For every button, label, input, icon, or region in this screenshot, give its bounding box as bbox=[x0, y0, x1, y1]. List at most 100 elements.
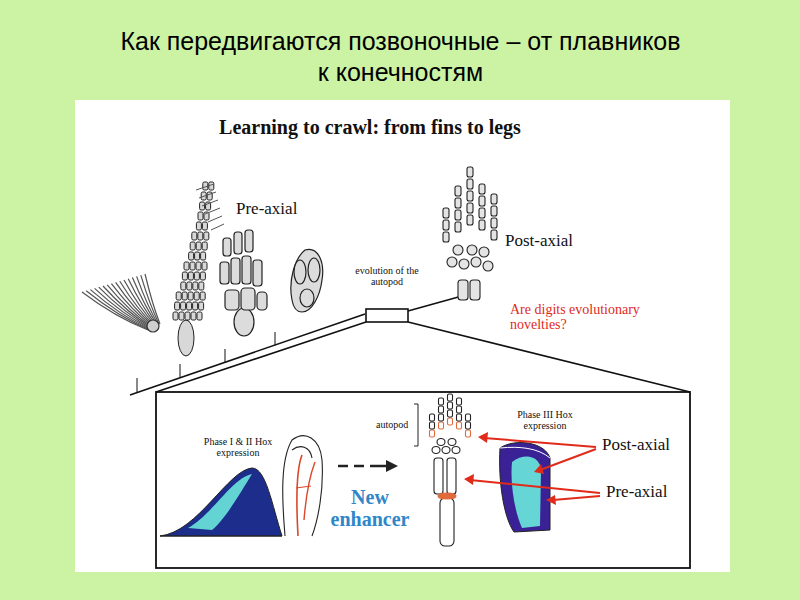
lobe-fin bbox=[179, 312, 184, 320]
lobe-fin bbox=[189, 252, 194, 260]
lobe-fin bbox=[188, 292, 193, 300]
ramp-line bbox=[408, 322, 690, 392]
tetrapod-hand bbox=[443, 232, 449, 242]
fin-bud bbox=[296, 486, 311, 488]
tetrapod-hand bbox=[479, 247, 489, 257]
limb-skeleton bbox=[439, 422, 444, 429]
white-panel bbox=[75, 100, 730, 572]
lobe-fin bbox=[184, 262, 189, 270]
lobe-fin bbox=[196, 242, 201, 250]
limb-skeleton bbox=[448, 439, 456, 446]
tetrapod-hand bbox=[479, 220, 485, 230]
lobe-fin bbox=[188, 272, 193, 280]
tetrapod-hand bbox=[458, 280, 468, 300]
part-name: autopod bbox=[376, 419, 408, 430]
ray-fin bbox=[147, 320, 159, 332]
lobe-fin bbox=[253, 260, 262, 286]
lobe-fin bbox=[176, 292, 181, 300]
expression-label: Phase III Hox expression bbox=[504, 409, 586, 431]
ramp-line bbox=[275, 332, 276, 345]
tetrapod-hand bbox=[455, 198, 461, 208]
lobe-fin bbox=[257, 292, 267, 310]
limb-skeleton bbox=[430, 414, 435, 421]
note: evolution of the autopod bbox=[354, 265, 420, 287]
limb-skeleton bbox=[447, 458, 456, 494]
lobe-fin bbox=[193, 282, 198, 290]
lobe-fin bbox=[198, 212, 203, 220]
axis-label: Post-axial bbox=[505, 232, 573, 251]
lobe-fin bbox=[173, 312, 178, 320]
tetrapod-hand bbox=[447, 257, 457, 267]
ray-fin bbox=[141, 275, 159, 324]
lobe-fin bbox=[190, 242, 195, 250]
limb-skeleton bbox=[434, 458, 443, 494]
lobe-fin bbox=[181, 282, 186, 290]
fin-bud bbox=[283, 436, 323, 536]
limb-skeleton bbox=[448, 410, 453, 417]
limb-skeleton bbox=[439, 414, 444, 421]
lobe-fin bbox=[195, 252, 200, 260]
lobe-fin bbox=[190, 262, 195, 270]
lobe-fin bbox=[208, 216, 222, 222]
limb-skeleton bbox=[448, 418, 453, 425]
lobe-fin bbox=[211, 224, 224, 230]
leader-arrow bbox=[470, 480, 600, 493]
lobe-fin bbox=[291, 249, 323, 312]
limb-skeleton bbox=[439, 406, 444, 413]
lobe-fin bbox=[200, 292, 205, 300]
tetrapod-hand bbox=[479, 196, 485, 206]
lobe-fin bbox=[202, 262, 207, 270]
leader-arrow bbox=[464, 432, 600, 505]
lobe-fin bbox=[194, 292, 199, 300]
lobe-fin bbox=[185, 312, 190, 320]
limb-skeleton bbox=[448, 402, 453, 409]
tetrapod-hand bbox=[453, 245, 463, 255]
lobe-fin bbox=[196, 222, 201, 230]
lobe-fin bbox=[196, 262, 201, 270]
leader-arrow bbox=[540, 449, 596, 470]
ray-fin bbox=[82, 274, 160, 332]
lobe-fin bbox=[231, 258, 240, 284]
lobe-fin bbox=[202, 222, 207, 230]
arrow bbox=[386, 460, 398, 472]
limb-skeleton bbox=[439, 398, 444, 405]
tetrapod-hand bbox=[443, 167, 497, 300]
lobe-fin bbox=[182, 272, 187, 280]
hox-expression-autopod bbox=[511, 456, 541, 528]
tetrapod-hand bbox=[483, 261, 493, 271]
tetrapod-hand bbox=[471, 257, 481, 267]
limb-skeleton bbox=[452, 447, 460, 454]
limb-skeleton bbox=[440, 498, 454, 546]
tetrapod-hand bbox=[479, 208, 485, 218]
limb-skeleton bbox=[437, 439, 445, 446]
limb-skeleton bbox=[457, 422, 462, 429]
lobe-fin bbox=[192, 232, 197, 240]
lobe-fin bbox=[182, 292, 187, 300]
lobe-fin bbox=[308, 258, 320, 282]
arrow bbox=[354, 465, 364, 468]
arrow bbox=[338, 460, 398, 472]
limb-skeleton bbox=[466, 422, 471, 429]
ramp-line bbox=[130, 296, 690, 568]
ramp-line bbox=[180, 364, 181, 377]
tetrapod-hand bbox=[467, 191, 473, 201]
lobe-fin bbox=[187, 282, 192, 290]
lobe-fin bbox=[201, 252, 206, 260]
lobe-fin bbox=[220, 230, 267, 336]
axis-label: Pre-axial bbox=[604, 483, 669, 502]
arrow bbox=[370, 465, 386, 468]
lobe-fin bbox=[234, 308, 254, 336]
leader-arrow bbox=[464, 474, 474, 485]
leader-arrow bbox=[546, 495, 556, 505]
tetrapod-hand bbox=[491, 230, 497, 240]
tetrapod-hand bbox=[467, 203, 473, 213]
tetrapod-hand bbox=[491, 218, 497, 228]
ramp-line bbox=[366, 309, 408, 322]
tetrapod-hand bbox=[470, 280, 480, 300]
lobe-fin bbox=[291, 249, 323, 312]
limb-skeleton bbox=[457, 414, 462, 421]
tetrapod-hand bbox=[455, 210, 461, 220]
lobe-fin bbox=[194, 272, 199, 280]
ray-fin bbox=[132, 278, 157, 326]
tetrapod-hand bbox=[455, 186, 461, 196]
